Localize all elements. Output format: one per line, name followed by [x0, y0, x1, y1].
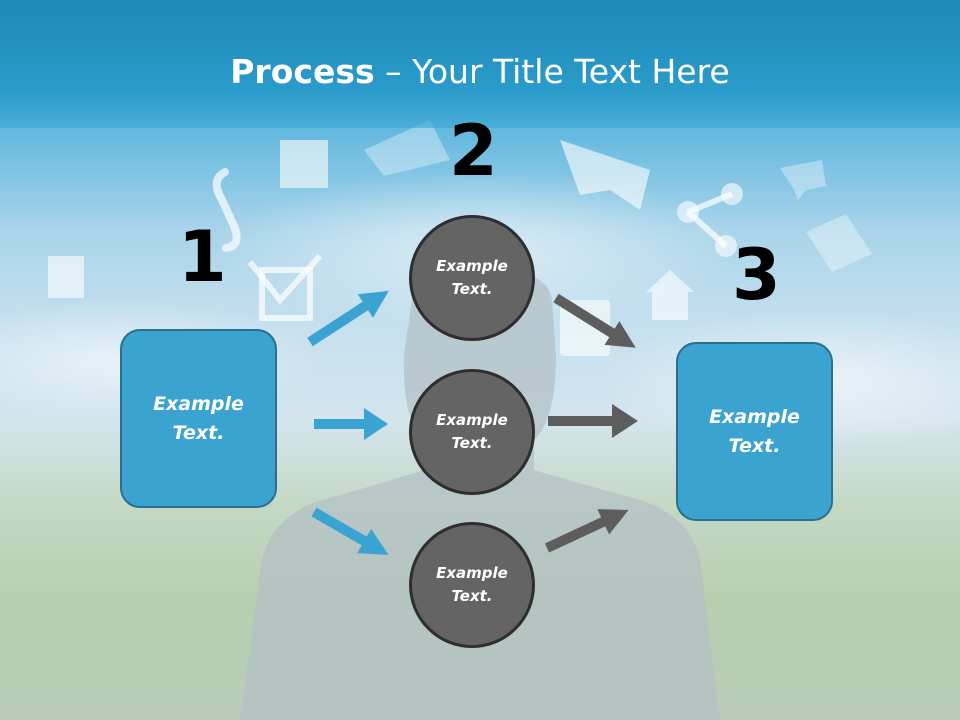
arrow-1-to-circle-2 — [314, 408, 388, 440]
arrow-circle-2-to-3 — [548, 404, 638, 438]
title-band — [0, 0, 960, 128]
puzzle-icon — [280, 140, 328, 188]
step-number-2: 2 — [449, 110, 498, 192]
title-bold: Process — [230, 52, 375, 91]
checkbox-icon — [259, 267, 313, 321]
circle-1-text-line-1: Example — [436, 257, 508, 275]
step-number-3: 3 — [732, 234, 781, 316]
home-icon — [646, 270, 694, 320]
share-node-3 — [715, 235, 737, 257]
step-3-text-line-1: Example — [709, 405, 800, 428]
envelope-icon — [806, 214, 872, 272]
share-node-1 — [677, 201, 699, 223]
circle-1-text-line-2: Text. — [451, 280, 493, 298]
circle-3-text-line-1: Example — [436, 564, 508, 582]
step-1-text-line-1: Example — [153, 392, 244, 415]
step-number-1: 1 — [178, 216, 227, 298]
chat-bubble-icon — [780, 160, 826, 200]
arrow-circle-3-to-3 — [544, 509, 629, 553]
circle-2-text-line-1: Example — [436, 411, 508, 429]
page-title: Process – Your Title Text Here — [0, 52, 960, 91]
circle-2-text-line-2: Text. — [451, 434, 493, 452]
title-rest: – Your Title Text Here — [374, 52, 730, 91]
blue-arrows — [307, 290, 389, 555]
step-3-text-line-2: Text. — [728, 434, 781, 457]
arrow-circle-1-to-3 — [553, 293, 636, 348]
gray-arrows — [544, 293, 638, 553]
share-node-2 — [721, 183, 743, 205]
chat-icon — [560, 140, 650, 210]
step-1-text-line-2: Text. — [172, 421, 225, 444]
phone-icon — [212, 168, 241, 252]
circle-3-text-line-2: Text. — [451, 587, 493, 605]
check-mark-icon — [247, 253, 323, 305]
puzzle-icon-2 — [48, 256, 84, 298]
arrow-1-to-circle-1 — [307, 290, 389, 347]
envelope-icon-2 — [364, 120, 450, 176]
arrow-1-to-circle-3 — [311, 507, 389, 555]
